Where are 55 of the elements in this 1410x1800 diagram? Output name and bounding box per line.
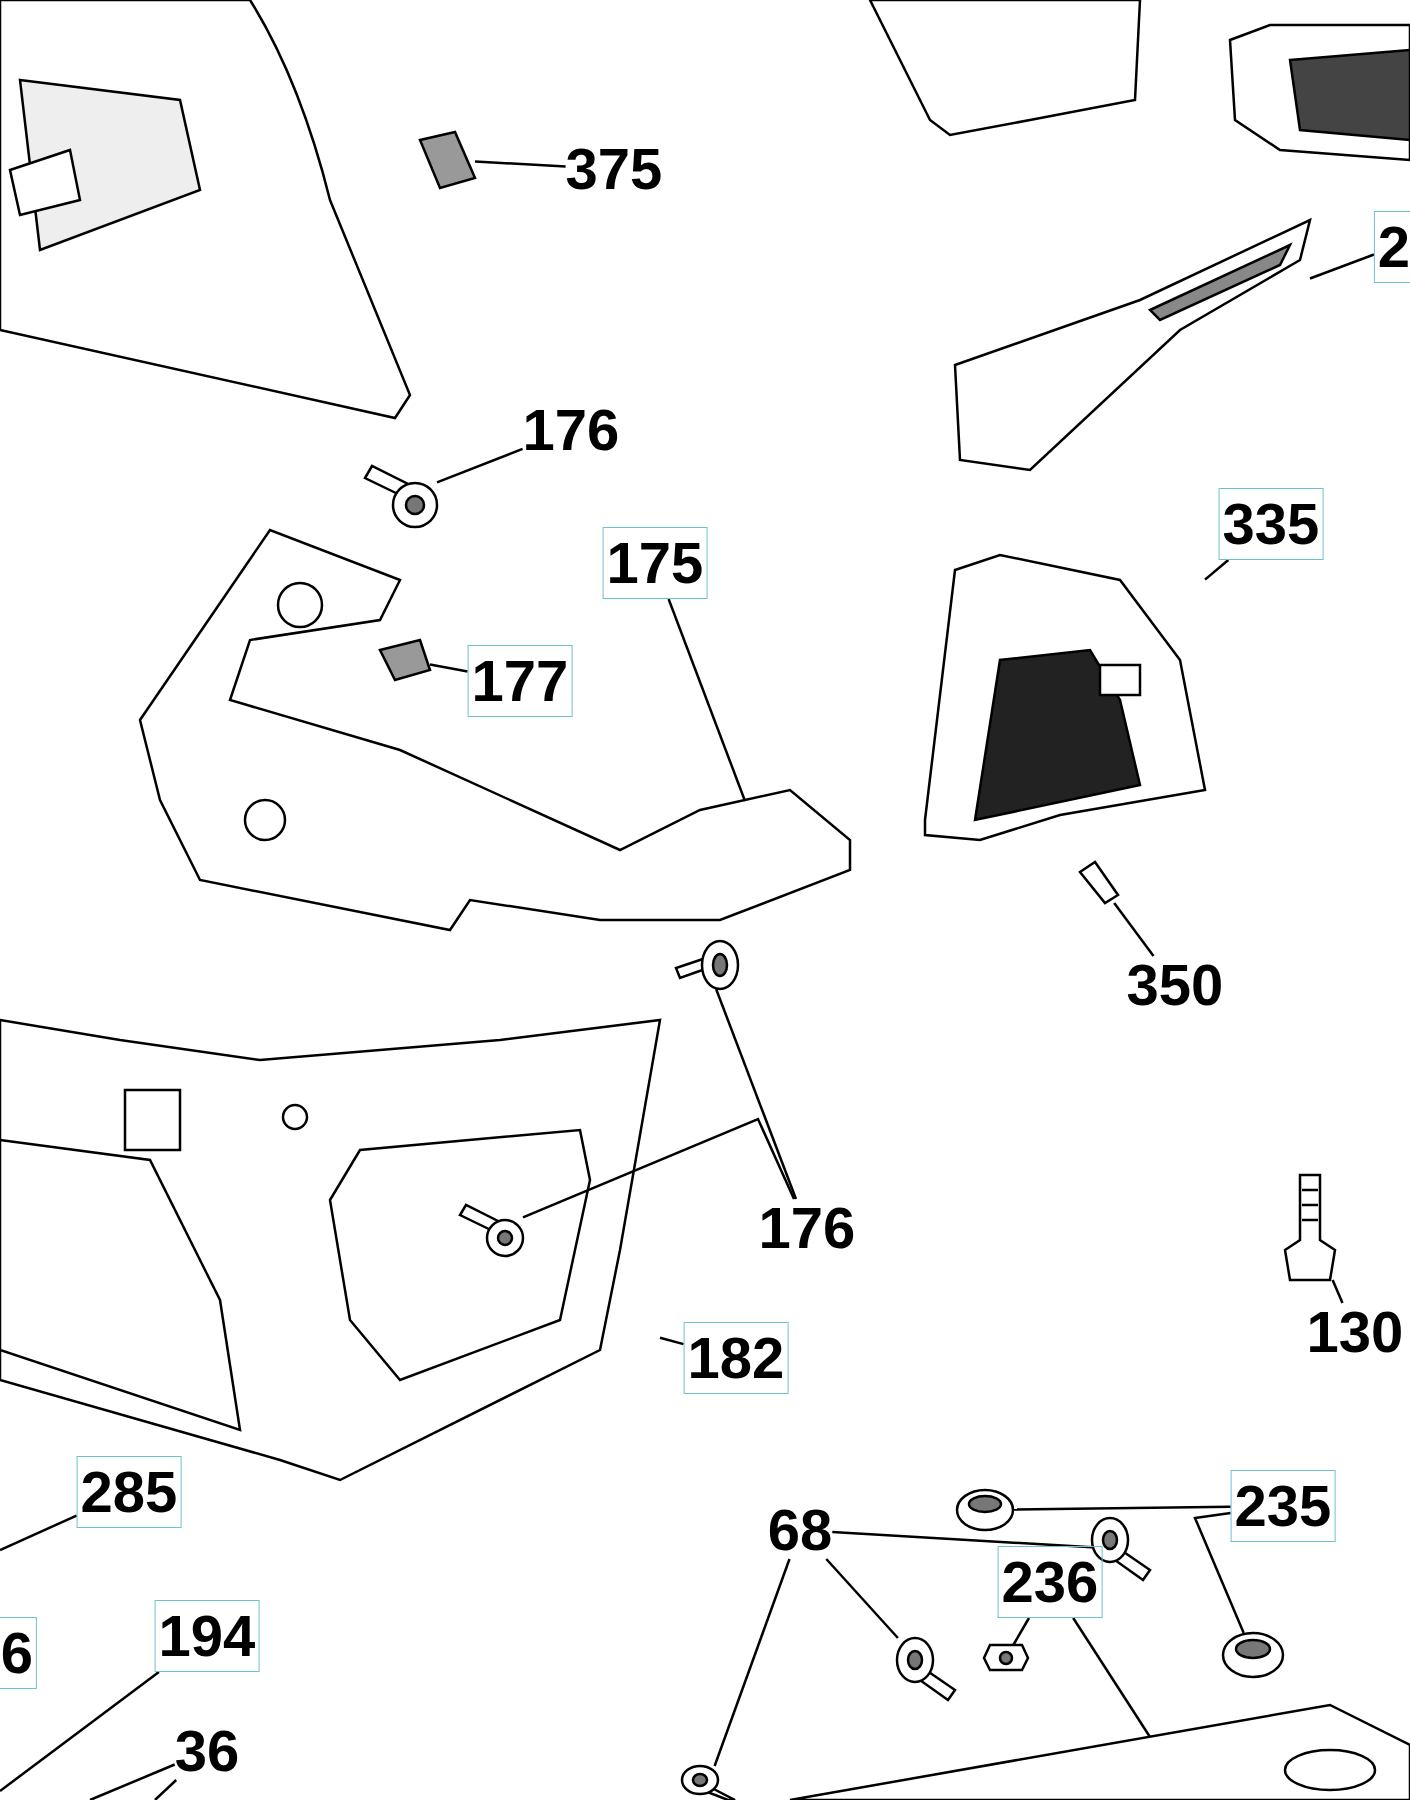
callout-number: 6 (0, 1617, 38, 1689)
leader-line (0, 1671, 160, 1792)
leader-line (474, 160, 566, 168)
callout-number: 236 (997, 1546, 1103, 1618)
leader-line (659, 1336, 684, 1346)
grommet-drawing (674, 939, 740, 991)
bezel-drawing (923, 553, 1207, 842)
callout-number: 235 (1230, 1470, 1336, 1542)
screw-drawing (458, 1203, 525, 1258)
leader-line (522, 1117, 796, 1219)
callout-number: 285 (76, 1456, 182, 1528)
leader-line (832, 1530, 1093, 1549)
leader-line (1331, 1279, 1344, 1304)
callout-number: 176 (758, 1199, 856, 1257)
leader-line (1013, 1505, 1231, 1511)
callout-number: 176 (522, 401, 620, 459)
screw-drawing (363, 464, 439, 529)
leader-line (1193, 1511, 1245, 1634)
leader-line (0, 1514, 78, 1552)
washer-drawing (955, 1488, 1015, 1532)
callout-number: 36 (174, 1722, 240, 1780)
leader-line (1309, 253, 1375, 280)
leader-line (436, 447, 524, 484)
callout-number: 182 (683, 1322, 789, 1394)
screw-drawing (1078, 860, 1120, 905)
callout-number: 175 (602, 527, 708, 599)
deck-plate-drawing (788, 1703, 1410, 1800)
bolt-drawing (680, 1764, 737, 1800)
leader-line (713, 1558, 791, 1767)
callout-number: 68 (767, 1501, 833, 1559)
trim-drawing (953, 217, 1312, 472)
callout-number: 375 (565, 140, 663, 198)
callout-number: 350 (1126, 956, 1224, 1014)
leader-line (89, 1763, 176, 1800)
nut-drawing (982, 1643, 1030, 1672)
leader-line (429, 663, 468, 673)
leader-line (1012, 1617, 1031, 1646)
leader-line (1113, 902, 1155, 957)
leader-line (825, 1558, 899, 1639)
callout-number: 335 (1218, 488, 1324, 560)
bolt-drawing (895, 1636, 957, 1702)
bracket-drawing (138, 528, 852, 932)
leader-line (1204, 559, 1230, 581)
clip-drawing (418, 130, 477, 190)
callout-number: 194 (154, 1600, 260, 1672)
leader-line (667, 598, 747, 802)
leader-line (1072, 1617, 1152, 1738)
clip-drawing (378, 638, 432, 682)
leader-line (154, 1779, 178, 1800)
callout-number: 130 (1306, 1303, 1404, 1361)
washer-drawing (1221, 1631, 1285, 1679)
callout-number: 2 (1373, 211, 1410, 283)
callout-number: 177 (467, 645, 573, 717)
leader-line (714, 988, 798, 1200)
screw-drawing (1283, 1173, 1337, 1282)
